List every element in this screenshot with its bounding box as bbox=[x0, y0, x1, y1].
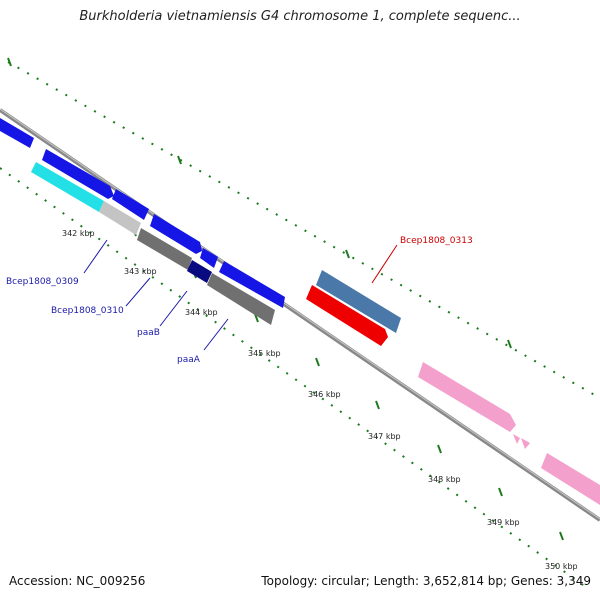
gene-pink-small-1 bbox=[513, 434, 520, 444]
tick-label-348: 348 kbp bbox=[428, 475, 461, 484]
outer-major-ticks bbox=[7, 57, 512, 349]
gene-pink-1 bbox=[418, 362, 516, 432]
gene-label-bcep1808-0309: Bcep1808_0309 bbox=[6, 277, 79, 287]
gene-label-bcep1808-0310: Bcep1808_0310 bbox=[51, 306, 124, 316]
accession-text: Accession: NC_009256 bbox=[9, 574, 146, 588]
gene-label-paaB: paaB bbox=[137, 328, 160, 338]
gene-lightgray bbox=[99, 201, 141, 235]
gene-label-bcep1808-0313: Bcep1808_0313 bbox=[400, 236, 473, 246]
genome-summary-text: Topology: circular; Length: 3,652,814 bp… bbox=[261, 574, 591, 588]
tick-label-344: 344 kbp bbox=[185, 308, 218, 317]
gene-arrow-small bbox=[200, 248, 218, 268]
gene-gray-2 bbox=[207, 273, 275, 325]
gene-arrow-left-edge bbox=[0, 118, 34, 148]
gene-arrow-0309 bbox=[42, 149, 114, 199]
gene-gray-1 bbox=[137, 228, 192, 270]
tick-label-350: 350 kbp bbox=[545, 562, 578, 571]
gene-navy bbox=[187, 260, 212, 283]
gene-pink-2 bbox=[541, 453, 600, 505]
tick-label-343: 343 kbp bbox=[124, 267, 157, 276]
gene-red bbox=[306, 285, 388, 346]
gene-pink-small-2 bbox=[521, 438, 530, 449]
tick-label-347: 347 kbp bbox=[368, 432, 401, 441]
tick-label-346: 346 kbp bbox=[308, 390, 341, 399]
gene-features bbox=[0, 118, 600, 505]
gene-arrow-0310 bbox=[112, 189, 149, 220]
gene-cyan bbox=[31, 162, 104, 212]
gene-label-paaA: paaA bbox=[177, 355, 201, 365]
chromosome-backbone bbox=[0, 108, 600, 522]
map-title: Burkholderia vietnamiensis G4 chromosome… bbox=[79, 9, 521, 24]
gene-arrow-paaA-top bbox=[219, 261, 285, 308]
gene-arrow-paaB-top bbox=[150, 214, 202, 254]
gene-steel bbox=[316, 270, 401, 333]
tick-labels: 342 kbp 343 kbp 344 kbp 345 kbp 346 kbp … bbox=[62, 229, 578, 571]
label-leaders bbox=[83, 239, 398, 351]
tick-label-345: 345 kbp bbox=[248, 349, 281, 358]
tick-label-349: 349 kbp bbox=[487, 518, 520, 527]
tick-label-342: 342 kbp bbox=[62, 229, 95, 238]
gene-labels: Bcep1808_0309 Bcep1808_0310 paaB paaA Bc… bbox=[6, 236, 473, 365]
